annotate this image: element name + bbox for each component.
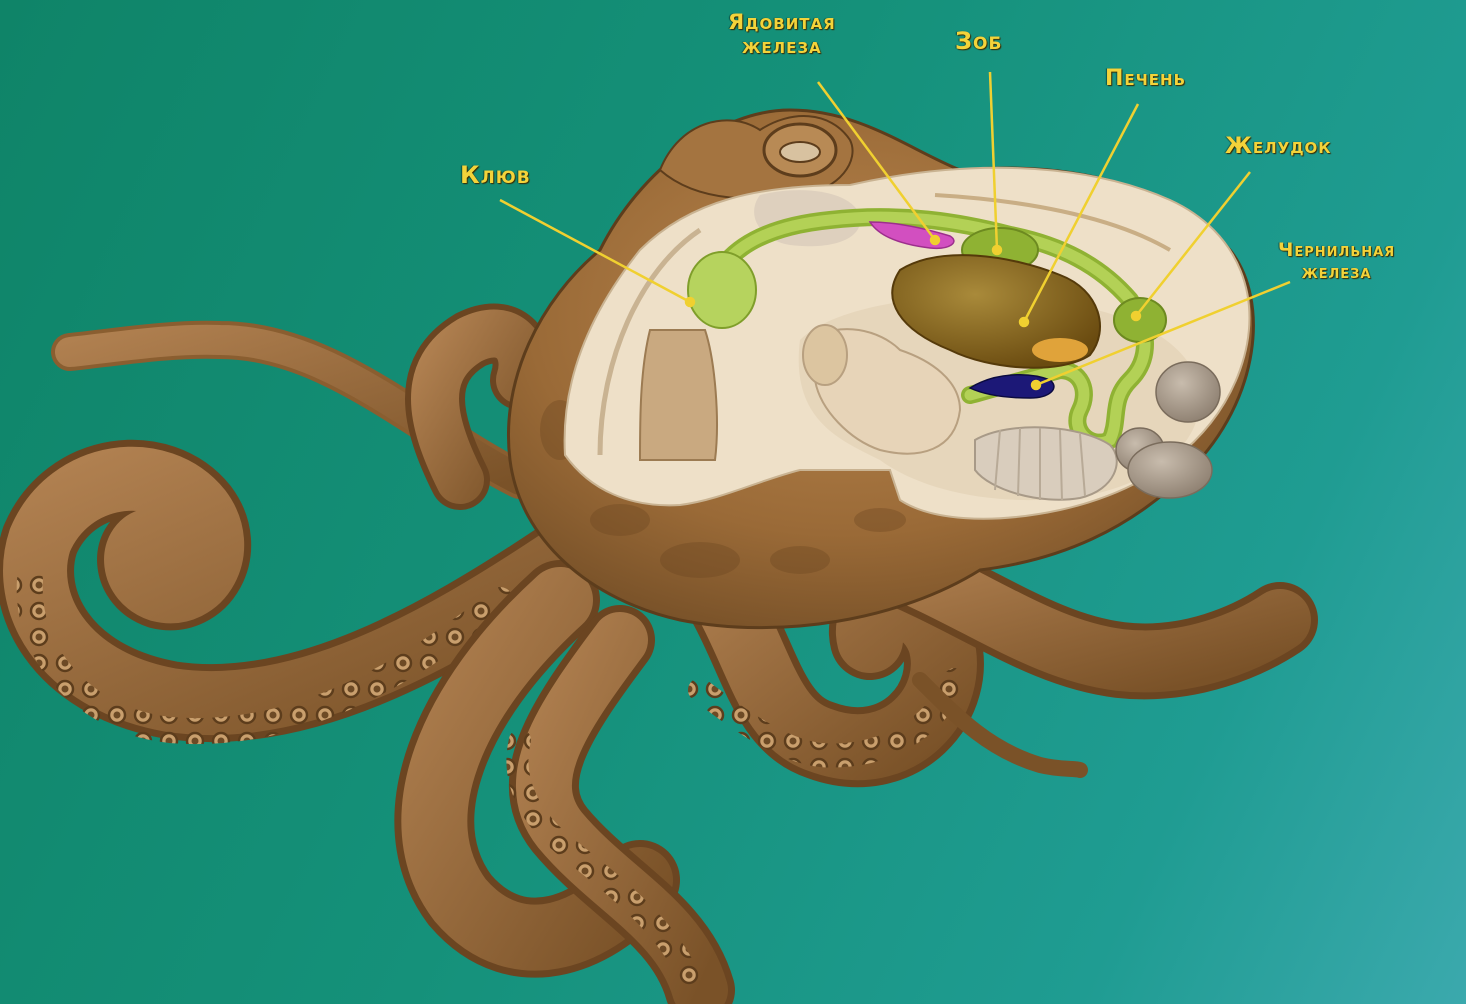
label-liver: Печень xyxy=(1105,66,1186,91)
label-ink-gland-line1: Чернильная xyxy=(1278,240,1395,262)
label-venom-gland-line1: Ядовитая xyxy=(728,10,836,34)
label-beak: Клюв xyxy=(460,162,531,190)
label-venom-gland: Ядовитая железа xyxy=(728,10,836,58)
label-ink-gland: Чернильная железа xyxy=(1278,240,1395,284)
label-venom-gland-line2: железа xyxy=(728,34,836,58)
label-stomach: Желудок xyxy=(1225,134,1332,159)
beak-organ xyxy=(688,252,756,328)
label-crop: Зоб xyxy=(955,28,1002,56)
label-ink-gland-line2: железа xyxy=(1278,262,1395,284)
